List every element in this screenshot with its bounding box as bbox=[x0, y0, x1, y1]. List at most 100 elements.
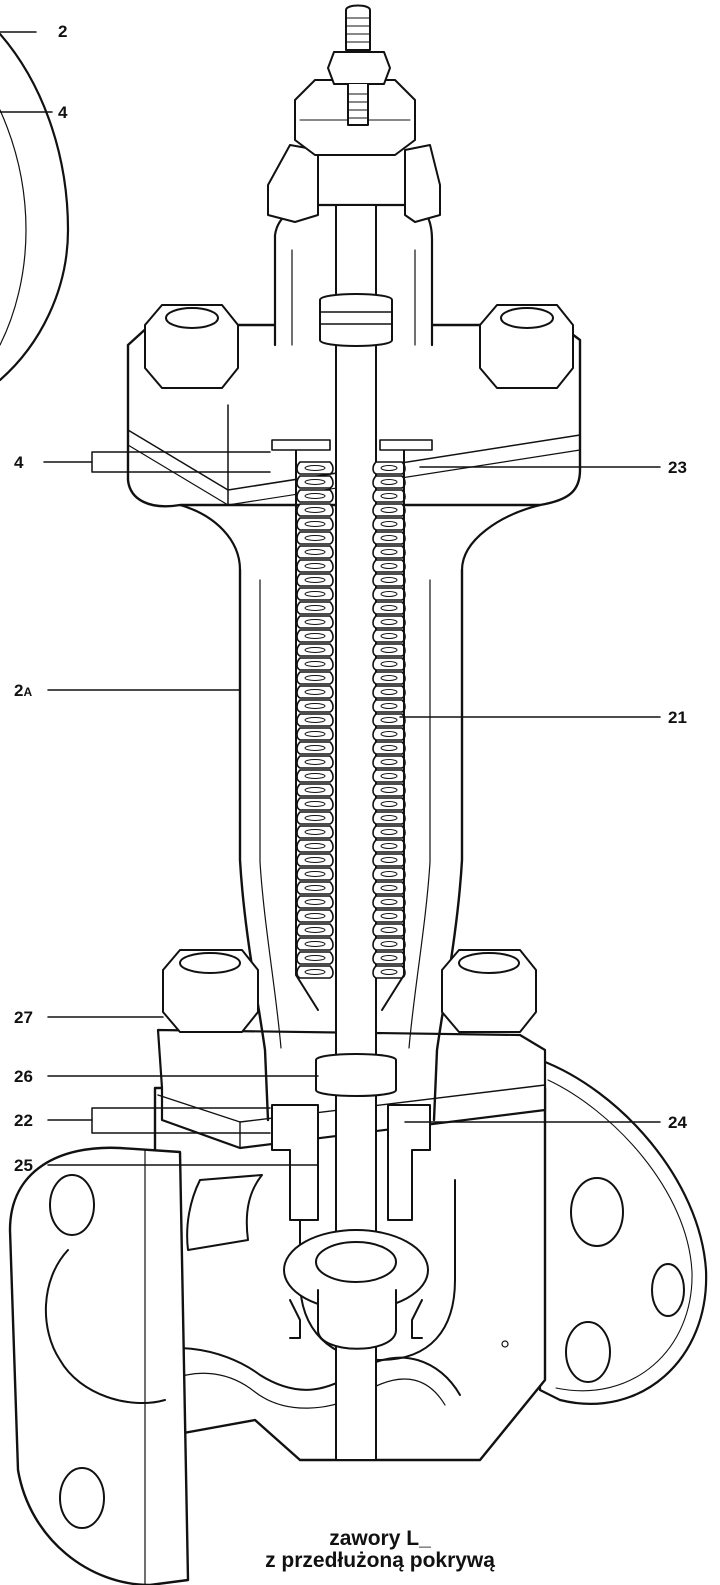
bellows-convolution bbox=[372, 531, 406, 545]
bellows-convolution-inner bbox=[304, 689, 326, 695]
bellows-convolution bbox=[296, 699, 334, 713]
leader-lines bbox=[0, 31, 661, 1166]
bellows-convolution bbox=[372, 965, 406, 979]
bellows-convolution bbox=[372, 699, 406, 713]
bellows-convolution bbox=[372, 559, 406, 573]
callout-25-left: 25 bbox=[14, 1156, 33, 1175]
callout-24-right: 24 bbox=[668, 1113, 687, 1132]
bellows-convolution-inner bbox=[380, 591, 398, 597]
bellows-convolution bbox=[372, 923, 406, 937]
bellows-convolution bbox=[296, 601, 334, 615]
bellows-convolution-inner bbox=[304, 941, 326, 947]
bellows-convolution-inner bbox=[304, 521, 326, 527]
bellows-convolution-inner bbox=[380, 619, 398, 625]
bellows-convolution bbox=[296, 727, 334, 741]
bellows-convolution bbox=[296, 783, 334, 797]
bellows-convolution-inner bbox=[304, 535, 326, 541]
bellows-convolution bbox=[296, 839, 334, 853]
bellows-convolution-inner bbox=[380, 661, 398, 667]
bellows-convolution bbox=[296, 643, 334, 657]
bellows-convolution-inner bbox=[304, 591, 326, 597]
bellows-convolution bbox=[296, 741, 334, 755]
bellows-convolution bbox=[296, 489, 334, 503]
bellows-convolution-inner bbox=[304, 507, 326, 513]
bellows-convolution bbox=[296, 615, 334, 629]
bellows-convolution bbox=[296, 825, 334, 839]
bellows-convolution-inner bbox=[304, 857, 326, 863]
bellows-convolution bbox=[372, 755, 406, 769]
bellows-convolution-inner bbox=[304, 731, 326, 737]
bellows-convolution-inner bbox=[304, 913, 326, 919]
guide-bushing bbox=[271, 1104, 431, 1221]
bellows-convolution bbox=[296, 671, 334, 685]
bellows-convolution bbox=[372, 643, 406, 657]
bellows-convolution-inner bbox=[304, 549, 326, 555]
callout-2a-left: 2A bbox=[14, 681, 33, 700]
bellows-convolution bbox=[296, 881, 334, 895]
bellows-convolution bbox=[296, 769, 334, 783]
bellows-convolution bbox=[296, 629, 334, 643]
bellows-convolution bbox=[296, 755, 334, 769]
actuator-flange-partial bbox=[0, 32, 70, 382]
bellows-convolution-inner bbox=[380, 969, 398, 975]
bellows-convolution bbox=[372, 769, 406, 783]
bellows-convolution bbox=[372, 615, 406, 629]
bellows-convolution-inner bbox=[304, 773, 326, 779]
bellows-convolution-inner bbox=[380, 745, 398, 751]
bellows-convolution bbox=[372, 881, 406, 895]
bellows-convolution-inner bbox=[304, 955, 326, 961]
bellows-convolution bbox=[372, 713, 406, 727]
stem-top bbox=[327, 4, 391, 126]
bellows-convolution bbox=[296, 475, 334, 489]
callout-4-top: 4 bbox=[58, 103, 68, 122]
bellows-convolution bbox=[372, 517, 406, 531]
bellows-convolution bbox=[296, 909, 334, 923]
bellows-convolution bbox=[296, 923, 334, 937]
bellows-convolution-inner bbox=[304, 871, 326, 877]
bellows-convolution bbox=[296, 587, 334, 601]
bellows-convolution bbox=[296, 895, 334, 909]
bellows-convolution-inner bbox=[304, 703, 326, 709]
bellows-convolution bbox=[372, 741, 406, 755]
bellows-convolution-inner bbox=[380, 549, 398, 555]
callout-4-left: 4 bbox=[14, 453, 24, 472]
bellows-convolution bbox=[296, 461, 334, 475]
bellows-convolution-inner bbox=[380, 717, 398, 723]
bellows-convolution bbox=[372, 475, 406, 489]
bellows-convolution-inner bbox=[380, 843, 398, 849]
bellows-convolution-inner bbox=[380, 633, 398, 639]
bellows-convolution bbox=[296, 867, 334, 881]
bellows-convolution bbox=[372, 825, 406, 839]
right-body-flange bbox=[538, 1058, 708, 1405]
callout-26-left: 26 bbox=[14, 1067, 33, 1086]
bellows-convolution-inner bbox=[304, 969, 326, 975]
bellows-convolution-inner bbox=[304, 465, 326, 471]
callout-23-right: 23 bbox=[668, 458, 687, 477]
bellows-convolution-inner bbox=[380, 759, 398, 765]
bellows-convolution-inner bbox=[380, 703, 398, 709]
bellows-convolution bbox=[296, 685, 334, 699]
bellows-convolution-inner bbox=[380, 941, 398, 947]
bellows-convolution-inner bbox=[304, 745, 326, 751]
bellows-convolution-inner bbox=[304, 647, 326, 653]
bellows-convolution bbox=[296, 965, 334, 979]
bellows-convolution bbox=[372, 797, 406, 811]
bellows-convolution-inner bbox=[380, 885, 398, 891]
bellows-convolution bbox=[372, 573, 406, 587]
bellows-convolution-inner bbox=[380, 675, 398, 681]
bellows-convolution-inner bbox=[380, 773, 398, 779]
bellows-convolution-inner bbox=[380, 577, 398, 583]
bellows-convolution bbox=[296, 531, 334, 545]
bellows-convolution bbox=[372, 839, 406, 853]
bellows-convolution-inner bbox=[380, 857, 398, 863]
bellows-convolution bbox=[372, 867, 406, 881]
bellows-convolution-inner bbox=[380, 563, 398, 569]
bellows-convolution-inner bbox=[380, 927, 398, 933]
bellows-convolution-inner bbox=[380, 535, 398, 541]
bellows-convolution bbox=[372, 909, 406, 923]
bellows-convolution-inner bbox=[304, 815, 326, 821]
bellows-convolution-inner bbox=[380, 801, 398, 807]
bellows-convolution bbox=[372, 853, 406, 867]
figure-caption: zawory L_ z przedłużoną pokrywą bbox=[240, 1527, 520, 1572]
bellows-convolution bbox=[372, 727, 406, 741]
